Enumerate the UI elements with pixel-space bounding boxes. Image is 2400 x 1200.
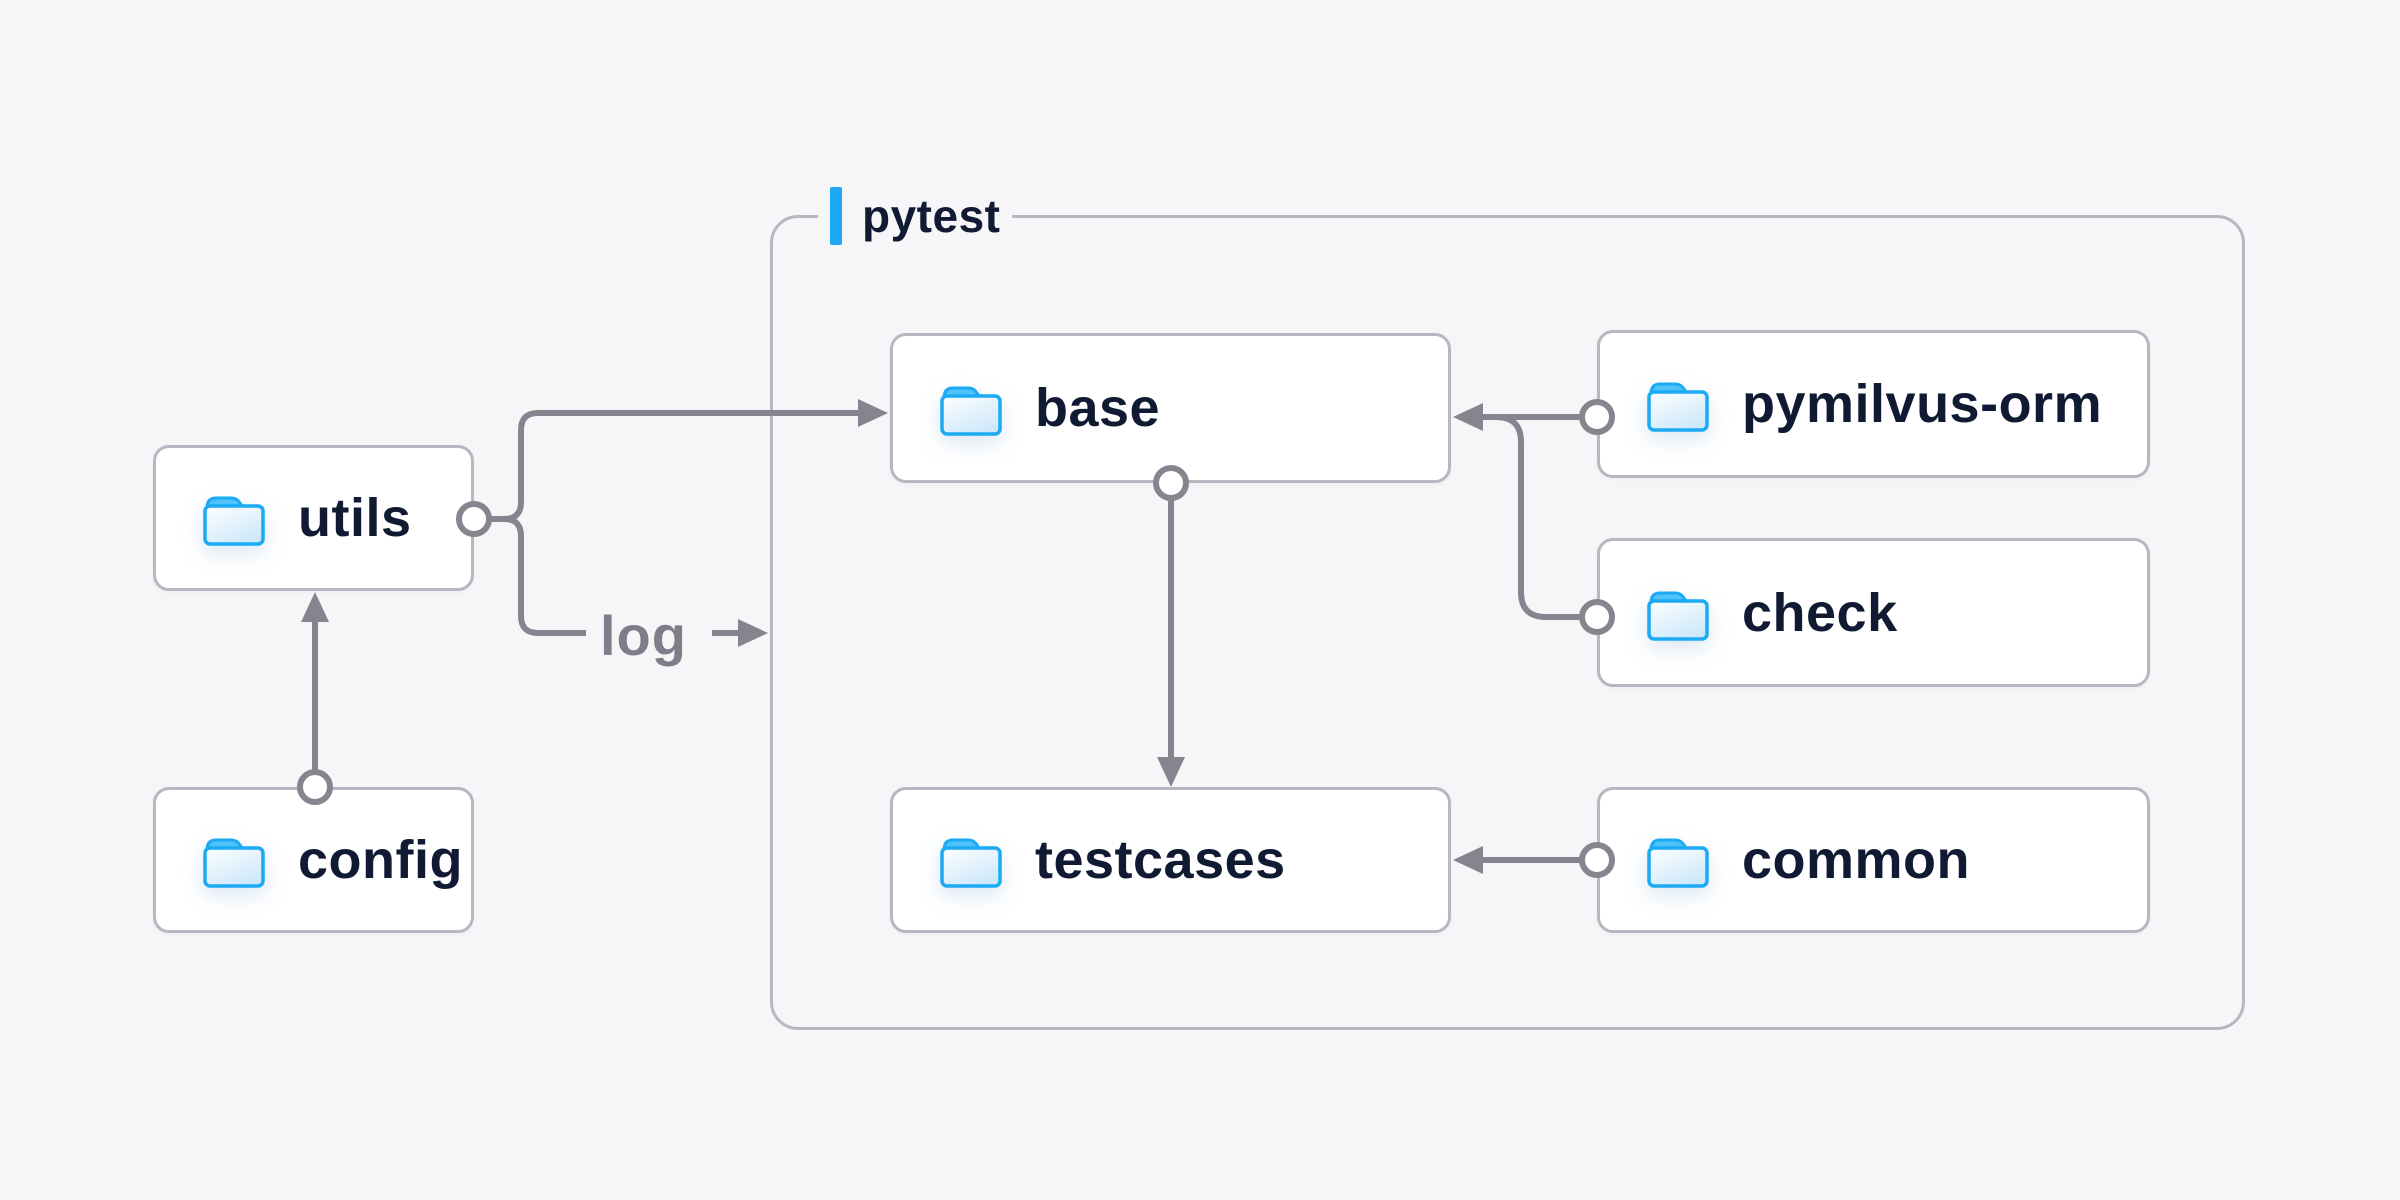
node-label: base [1035, 378, 1161, 438]
edge-config-utils [297, 592, 333, 805]
node-label: testcases [1035, 830, 1286, 890]
node-utils: utils [153, 445, 474, 591]
node-testcases: testcases [890, 787, 1451, 933]
node-pymilvus-orm: pymilvus-orm [1597, 330, 2150, 478]
pytest-group-label: pytest [818, 185, 1013, 247]
node-common: common [1597, 787, 2150, 933]
folder-icon [940, 838, 1002, 888]
node-config: config [153, 787, 474, 933]
node-base: base [890, 333, 1451, 483]
folder-icon [1647, 590, 1709, 641]
pytest-group-frame [770, 215, 2245, 1030]
edge-label-log: log [600, 604, 687, 667]
node-check: check [1597, 538, 2150, 687]
node-label: common [1742, 830, 1971, 890]
accent-bar-icon [830, 187, 842, 245]
folder-icon [1647, 382, 1709, 432]
group-title: pytest [862, 190, 1001, 242]
folder-icon [203, 838, 265, 888]
node-label: utils [298, 488, 412, 548]
node-label: config [298, 830, 463, 890]
node-label: pymilvus-orm [1742, 374, 2103, 434]
folder-icon [203, 496, 265, 546]
node-label: check [1742, 582, 1898, 643]
folder-icon [940, 386, 1002, 436]
folder-icon [1647, 838, 1709, 888]
